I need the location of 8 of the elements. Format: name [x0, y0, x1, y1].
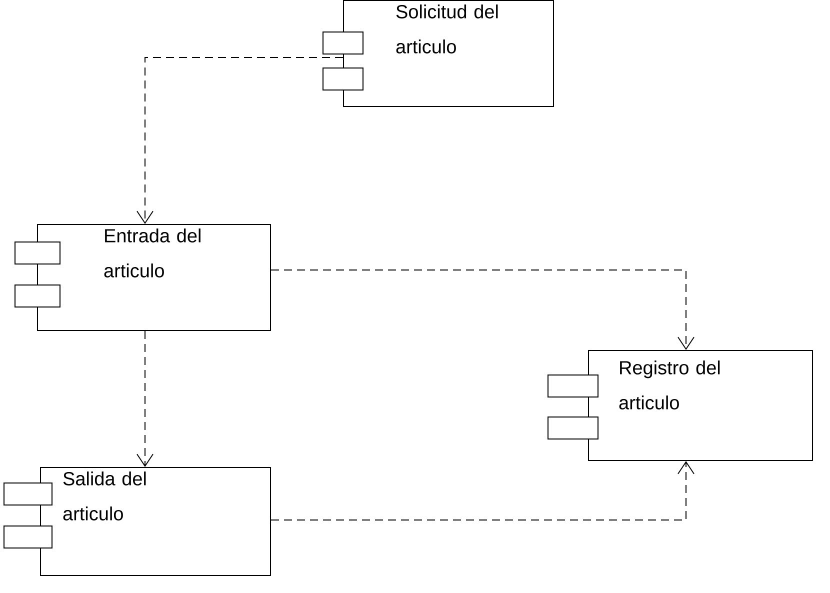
dependency-arrow	[270, 461, 694, 520]
dependency-arrow	[270, 270, 694, 350]
dependency-arrow	[136, 57, 344, 224]
dependency-arrow	[136, 330, 154, 467]
component-box: Registro del articulo	[548, 350, 813, 461]
component-box: Entrada del articulo	[14, 224, 271, 331]
component-box: Salida del articulo	[4, 467, 271, 576]
component-box: Solicitud del articulo	[322, 0, 554, 107]
